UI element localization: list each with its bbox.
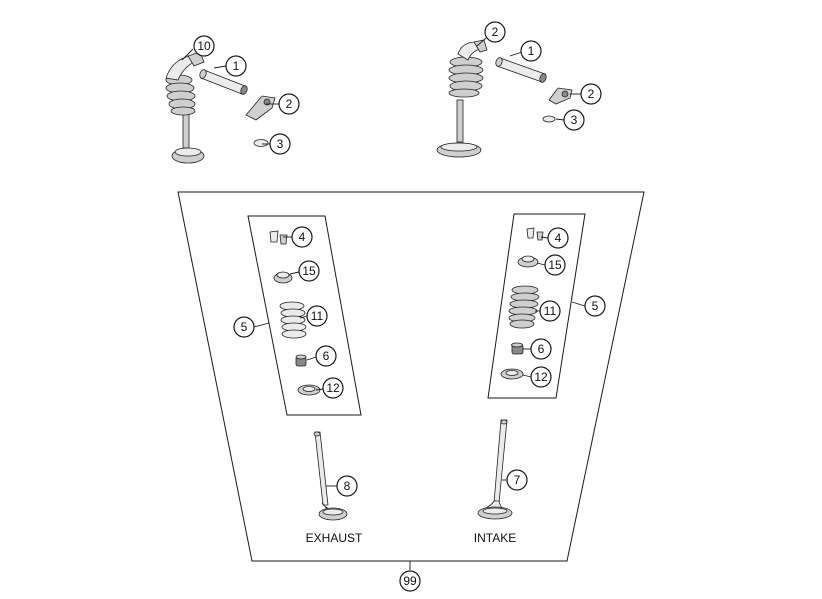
valve-spring xyxy=(279,301,307,339)
intake-subkit: 4 15 5 11 6 12 xyxy=(474,213,606,545)
leader-line xyxy=(476,37,487,47)
callout-2: 2 xyxy=(484,21,506,43)
callout-number: 3 xyxy=(277,137,284,151)
callout-number: 12 xyxy=(326,381,340,395)
valve-shim xyxy=(253,139,269,147)
leader-line xyxy=(536,262,546,266)
callout-12: 12 xyxy=(322,377,344,399)
callout-number: 4 xyxy=(555,231,562,245)
leader-line xyxy=(253,322,270,328)
callout-3: 3 xyxy=(269,133,291,155)
callout-4: 4 xyxy=(291,226,313,248)
callout-number: 2 xyxy=(286,97,293,111)
callout-2: 2 xyxy=(580,83,602,105)
rocker-shaft xyxy=(495,57,547,83)
callout-number: 12 xyxy=(534,370,548,384)
callout-12: 12 xyxy=(530,366,552,388)
leader-line xyxy=(315,388,324,391)
callout-4: 4 xyxy=(547,227,569,249)
callout-10: 10 xyxy=(193,35,215,57)
spring-retainer xyxy=(273,271,293,284)
rocker-arm xyxy=(245,95,276,121)
valve-stem-seal xyxy=(295,354,307,367)
callout-number: 5 xyxy=(592,299,599,313)
callout-number: 3 xyxy=(571,113,578,127)
callout-number: 11 xyxy=(544,304,557,318)
leader-line xyxy=(299,315,308,319)
callout-2: 2 xyxy=(278,93,300,115)
callout-3: 3 xyxy=(563,109,585,131)
callout-15: 15 xyxy=(298,260,320,282)
exhaust-label: EXHAUST xyxy=(306,531,363,545)
callout-99: 99 xyxy=(399,570,421,592)
top-right-assembly: 2 1 2 3 xyxy=(436,21,602,158)
callout-number: 5 xyxy=(241,320,248,334)
callout-number: 6 xyxy=(323,349,330,363)
leader-line xyxy=(555,118,565,121)
valve-spring xyxy=(508,285,540,329)
callout-11: 11 xyxy=(306,305,328,327)
leader-line xyxy=(509,51,523,57)
callout-number: 15 xyxy=(302,264,316,278)
leader-line xyxy=(213,65,227,69)
callout-7: 7 xyxy=(506,469,528,491)
valve-stem-seal xyxy=(511,342,524,355)
top-left-assembly: 10 1 2 3 xyxy=(165,35,300,164)
callout-number: 10 xyxy=(197,39,211,53)
callout-number: 2 xyxy=(492,25,499,39)
spring-retainer xyxy=(517,255,539,268)
leader-line xyxy=(571,301,586,307)
callout-15: 15 xyxy=(544,254,566,276)
callout-1: 1 xyxy=(520,40,542,62)
leader-line xyxy=(181,48,194,61)
callout-number: 1 xyxy=(233,59,240,73)
callout-5: 5 xyxy=(233,316,255,338)
intake-valve xyxy=(477,419,513,520)
subkit-frame xyxy=(247,215,362,416)
spring-seat xyxy=(500,368,524,380)
callout-number: 1 xyxy=(528,44,535,58)
exhaust-valve-spring-assembly xyxy=(165,51,205,164)
exhaust-subkit: 4 15 5 11 6 12 xyxy=(233,215,363,545)
callout-number: 99 xyxy=(403,574,417,588)
callout-5: 5 xyxy=(584,295,606,317)
leader-line xyxy=(522,374,532,378)
callout-6: 6 xyxy=(315,345,337,367)
valve-shim xyxy=(542,115,556,123)
callout-number: 7 xyxy=(514,473,521,487)
callout-number: 4 xyxy=(299,230,306,244)
callout-number: 6 xyxy=(538,342,545,356)
leader-line xyxy=(289,271,300,275)
callout-number: 8 xyxy=(344,479,351,493)
callout-11: 11 xyxy=(539,300,561,322)
callout-8: 8 xyxy=(336,475,358,497)
rocker-arm xyxy=(548,87,573,105)
callout-1: 1 xyxy=(225,55,247,77)
callout-number: 2 xyxy=(588,87,595,101)
rocker-shaft xyxy=(199,69,248,95)
intake-label: INTAKE xyxy=(474,531,516,545)
valve-keepers xyxy=(526,227,544,241)
callout-number: 15 xyxy=(548,258,562,272)
spring-seat xyxy=(297,384,321,396)
exhaust-valve xyxy=(313,431,348,521)
leader-line xyxy=(540,236,549,239)
kit-frame xyxy=(177,191,645,562)
valve-keepers xyxy=(269,230,288,245)
callout-6: 6 xyxy=(530,338,552,360)
leader-line xyxy=(306,356,317,361)
callout-number: 11 xyxy=(311,309,324,323)
subkit-frame xyxy=(487,213,586,399)
intake-valve-spring-assembly xyxy=(436,39,488,158)
